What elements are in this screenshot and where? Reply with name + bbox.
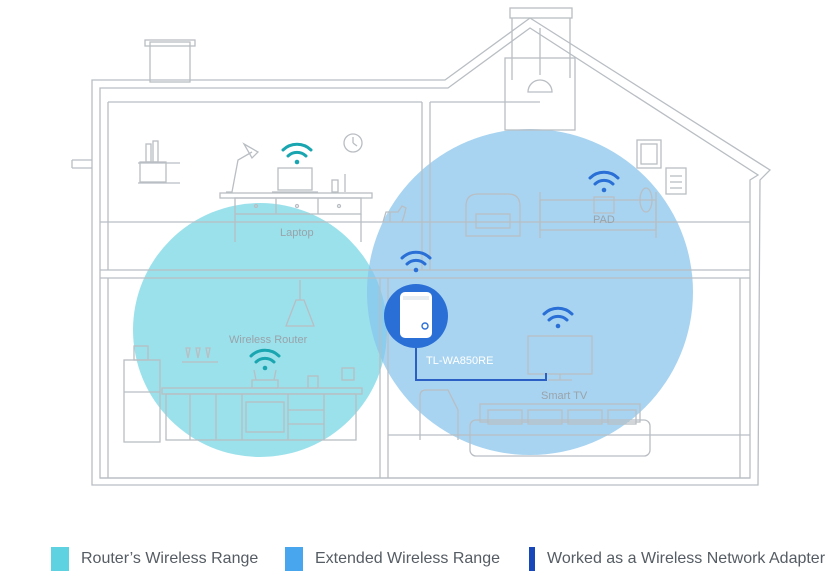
pad-label: PAD	[593, 214, 615, 226]
pad-wifi-icon	[588, 170, 620, 193]
kitchen-furniture	[123, 280, 363, 443]
house-outline	[71, 7, 772, 486]
router-range-swatch	[51, 547, 69, 571]
router-range-circle	[133, 203, 387, 457]
laptop-wifi-icon	[281, 142, 313, 165]
extender-device	[384, 284, 448, 348]
router-wifi-icon	[249, 348, 281, 371]
extender-wifi-icon	[400, 250, 432, 273]
legend-extended-range: Extended Wireless Range	[285, 546, 500, 572]
smart-tv-label: Smart TV	[541, 390, 588, 402]
living-room-furniture	[419, 335, 651, 457]
extended-range-swatch	[285, 547, 303, 571]
wireless-router-device	[251, 369, 279, 389]
extender-model-label: TL-WA850RE	[426, 355, 493, 367]
study-furniture	[138, 133, 373, 242]
legend-label: Worked as a Wireless Network Adapter	[547, 550, 826, 567]
dog-figure	[382, 205, 407, 223]
legend-router-range: Router’s Wireless Range	[51, 546, 258, 572]
legend-label: Extended Wireless Range	[315, 550, 500, 567]
ceiling-lamp	[527, 28, 553, 93]
bedroom-furniture	[465, 139, 687, 238]
network-adapter-swatch	[529, 547, 535, 571]
legend-label: Router’s Wireless Range	[81, 550, 259, 567]
wireless-router-label: Wireless Router	[229, 334, 308, 346]
tv-wifi-icon	[542, 306, 574, 329]
extended-range-circle	[367, 129, 693, 455]
adapter-connection-line	[415, 345, 547, 381]
laptop-label: Laptop	[280, 227, 314, 239]
legend-network-adapter: Worked as a Wireless Network Adapter	[529, 546, 825, 572]
